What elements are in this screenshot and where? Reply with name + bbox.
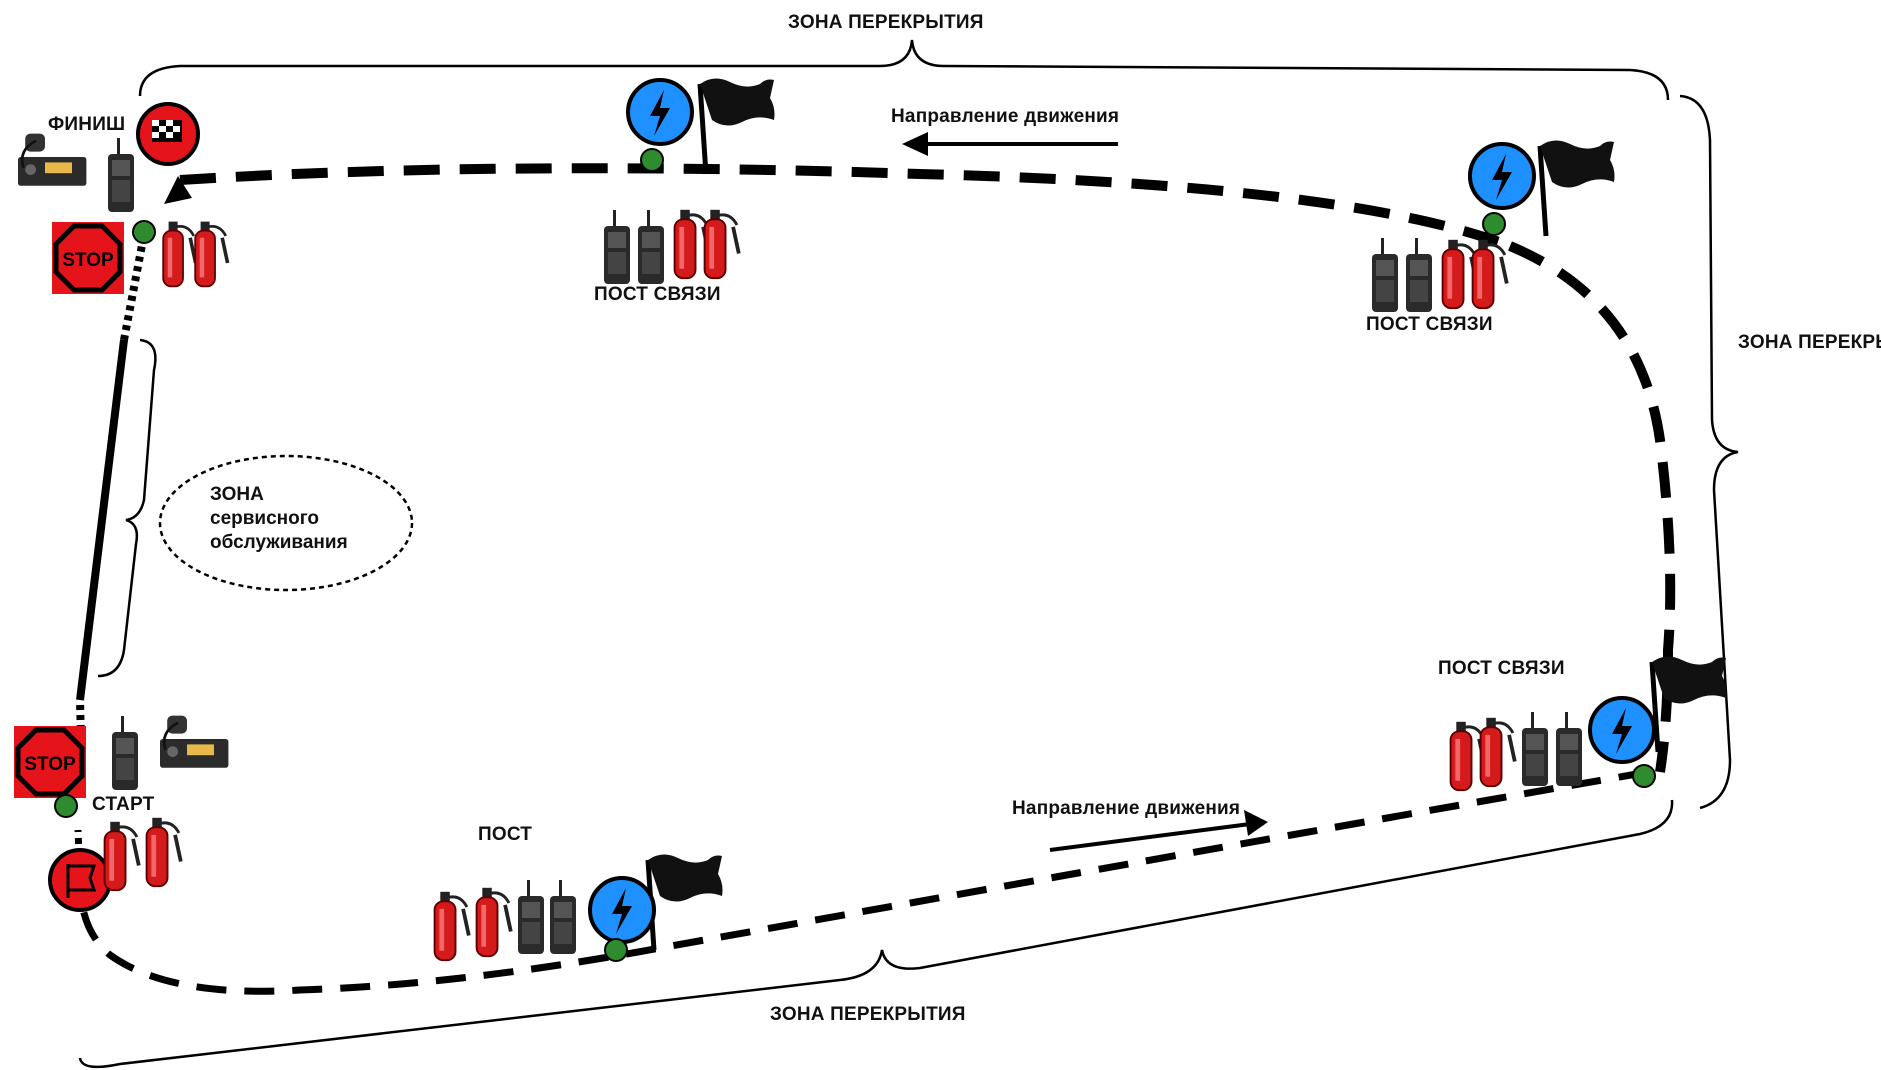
lightning-circle-icon (1468, 142, 1536, 210)
start-flag-sign-icon (48, 848, 112, 912)
fire-extinguisher-icon (144, 815, 183, 889)
overlap-zone-right-label: ЗОНА ПЕРЕКРЫТИЯ (1738, 332, 1881, 353)
radio-station-icon (158, 714, 230, 770)
bottom-brace (78, 799, 1674, 1069)
walkie-talkie-icon (1406, 238, 1432, 312)
walkie-talkie-icon (112, 716, 138, 790)
walkie-talkie-icon (1372, 238, 1398, 312)
service-brace (97, 338, 157, 678)
overlap-zone-top-label: ЗОНА ПЕРЕКРЫТИЯ (788, 12, 984, 33)
post-comm-right-top-label: ПОСТ СВЯЗИ (1366, 314, 1493, 335)
green-marker-icon (132, 220, 156, 244)
direction-top-label: Направление движения (891, 106, 1120, 127)
fire-extinguisher-icon (474, 885, 513, 959)
green-marker-icon (640, 148, 664, 172)
walkie-talkie-icon (108, 138, 134, 212)
lightning-circle-icon (1588, 696, 1656, 764)
stop-sign-text: STOP (62, 250, 114, 271)
green-marker-icon (1632, 764, 1656, 788)
overlap-zone-bottom-label: ЗОНА ПЕРЕКРЫТИЯ (770, 1004, 966, 1025)
post-label: ПОСТ (478, 824, 533, 845)
service-zone-line1: ЗОНА (210, 484, 264, 505)
direction-arrow-top (902, 132, 1118, 156)
walkie-talkie-icon (550, 880, 576, 954)
service-zone-line2: сервисного (210, 508, 320, 529)
radio-station-icon (16, 132, 88, 188)
stop-sign-icon: STOP (14, 726, 86, 798)
service-zone-line3: обслуживания (210, 532, 348, 553)
track-service-solid (76, 339, 128, 701)
top-brace (138, 39, 1670, 101)
finish-area: STOP (16, 102, 230, 294)
lightning-circle-icon (626, 78, 694, 146)
direction-arrow-bottom (1049, 810, 1268, 852)
fire-extinguisher-icon (161, 219, 198, 289)
green-marker-icon (604, 938, 628, 962)
post-comm-right-bottom-label: ПОСТ СВЯЗИ (1438, 658, 1565, 679)
overlap-braces (78, 39, 1739, 1069)
service-zone-label: ЗОНА сервисного обслуживания (210, 483, 348, 555)
start-label: СТАРТ (92, 794, 155, 815)
track-bottom-segment (76, 768, 1649, 995)
track-finish-segment (179, 163, 1512, 251)
post-comm-right-top (1372, 140, 1615, 312)
fire-extinguisher-icon (1478, 715, 1517, 789)
post-bottom (432, 854, 723, 963)
finish-label: ФИНИШ (48, 114, 126, 135)
checkered-flag-sign-icon (136, 102, 200, 166)
walkie-talkie-icon (1556, 712, 1582, 786)
walkie-talkie-icon (1522, 712, 1548, 786)
stop-sign-text: STOP (24, 754, 76, 775)
green-marker-icon (54, 794, 78, 818)
walkie-talkie-icon (518, 880, 544, 954)
service-zone-ellipse (158, 454, 414, 592)
fire-extinguisher-icon (102, 819, 141, 893)
pointer-icon (164, 176, 192, 204)
black-flag-icon (700, 78, 775, 174)
post-comm-top-label: ПОСТ СВЯЗИ (594, 284, 721, 305)
fire-extinguisher-icon (1470, 237, 1509, 311)
fire-extinguisher-icon (193, 219, 230, 289)
start-area: STOP (14, 714, 230, 912)
direction-bottom-label: Направление движения (1012, 798, 1241, 819)
black-flag-icon (648, 854, 723, 950)
green-marker-icon (1482, 212, 1506, 236)
post-comm-right-bottom (1448, 656, 1727, 793)
walkie-talkie-icon (638, 210, 664, 284)
fire-extinguisher-icon (702, 207, 741, 281)
stop-sign-icon: STOP (52, 222, 124, 294)
post-comm-top (604, 78, 775, 284)
lightning-circle-icon (588, 876, 656, 944)
fire-extinguisher-icon (432, 889, 471, 963)
right-brace (1679, 94, 1739, 810)
track-right-curve (1508, 241, 1676, 773)
walkie-talkie-icon (604, 210, 630, 284)
black-flag-icon (1540, 140, 1615, 236)
